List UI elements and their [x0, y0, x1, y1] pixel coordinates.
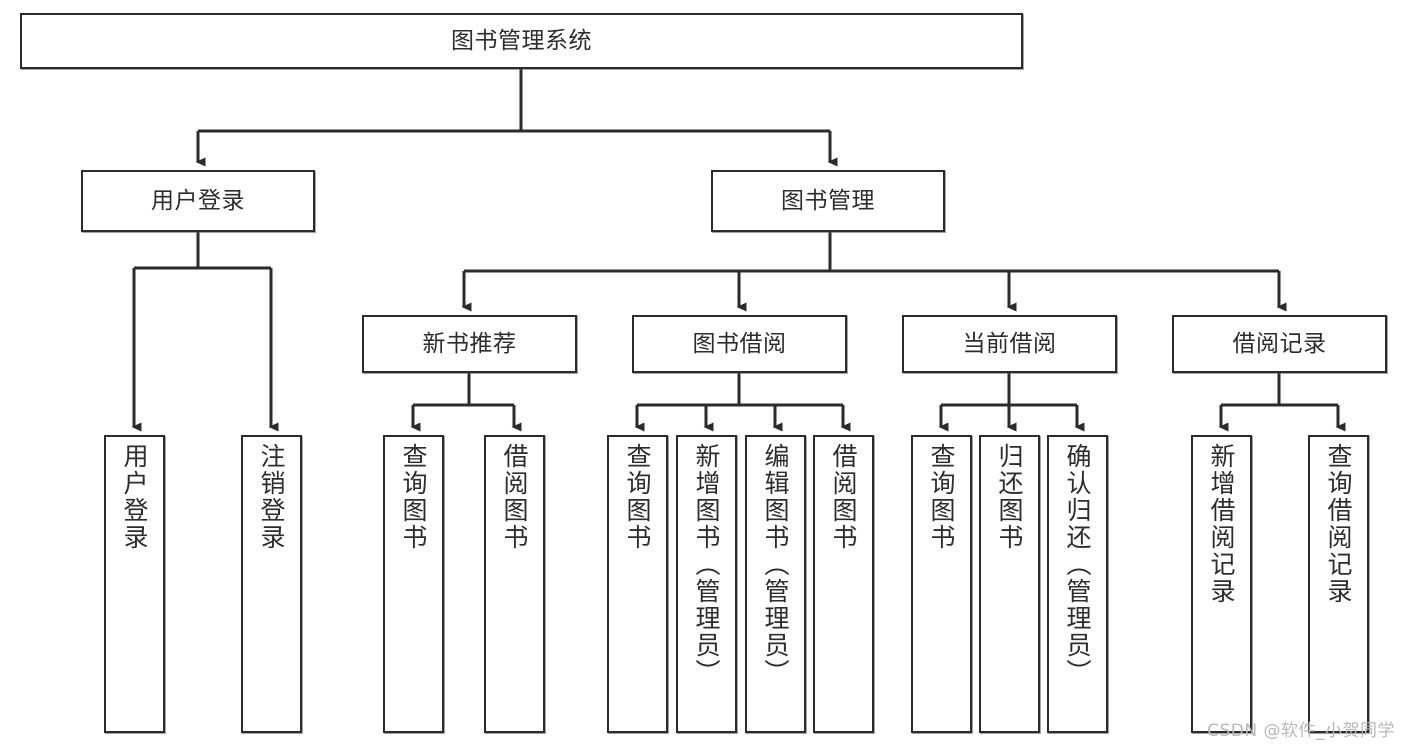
leaf-user-login[interactable]: 用户登录 [104, 435, 165, 733]
node-current-borrow[interactable]: 当前借阅 [902, 315, 1117, 373]
node-borrow-record[interactable]: 借阅记录 [1172, 315, 1387, 373]
node-label: 借阅图书 [500, 443, 529, 551]
node-label: 查询图书 [399, 443, 428, 551]
leaf-borrow-borrow-book[interactable]: 借阅图书 [813, 435, 874, 733]
node-label: 图书管理 [781, 187, 875, 214]
leaf-current-query-book[interactable]: 查询图书 [911, 435, 972, 733]
node-label: 归还图书 [995, 443, 1024, 551]
node-label: 编辑图书（管理员） [761, 443, 790, 686]
leaf-newbook-borrow-book[interactable]: 借阅图书 [484, 435, 545, 733]
node-label: 当前借阅 [962, 330, 1057, 357]
node-label: 图书管理系统 [451, 27, 592, 54]
leaf-current-confirm-return-admin[interactable]: 确认归还（管理员） [1047, 435, 1108, 733]
leaf-current-return-book[interactable]: 归还图书 [979, 435, 1040, 733]
node-label: 借阅记录 [1232, 330, 1327, 357]
leaf-record-query-record[interactable]: 查询借阅记录 [1308, 435, 1369, 733]
node-label: 查询图书 [927, 443, 956, 551]
node-label: 注销登录 [257, 443, 286, 551]
node-label: 查询借阅记录 [1324, 443, 1353, 605]
node-label: 新书推荐 [422, 330, 517, 357]
node-label: 新增借阅记录 [1207, 443, 1236, 605]
leaf-newbook-query-book[interactable]: 查询图书 [383, 435, 444, 733]
node-book-management[interactable]: 图书管理 [711, 170, 945, 232]
leaf-borrow-query-book[interactable]: 查询图书 [607, 435, 668, 733]
leaf-borrow-add-book-admin[interactable]: 新增图书（管理员） [676, 435, 737, 733]
node-root-system[interactable]: 图书管理系统 [20, 13, 1023, 69]
node-label: 图书借阅 [692, 330, 787, 357]
node-label: 新增图书（管理员） [692, 443, 721, 686]
node-user-login[interactable]: 用户登录 [81, 170, 315, 232]
node-label: 借阅图书 [829, 443, 858, 551]
leaf-record-add-record[interactable]: 新增借阅记录 [1191, 435, 1252, 733]
leaf-borrow-edit-book-admin[interactable]: 编辑图书（管理员） [745, 435, 806, 733]
node-label: 用户登录 [120, 443, 149, 551]
node-label: 用户登录 [151, 187, 245, 214]
node-book-borrow[interactable]: 图书借阅 [632, 315, 847, 373]
leaf-logout[interactable]: 注销登录 [241, 435, 302, 733]
node-new-book-recommend[interactable]: 新书推荐 [362, 315, 577, 373]
node-label: 查询图书 [623, 443, 652, 551]
node-label: 确认归还（管理员） [1063, 443, 1092, 686]
